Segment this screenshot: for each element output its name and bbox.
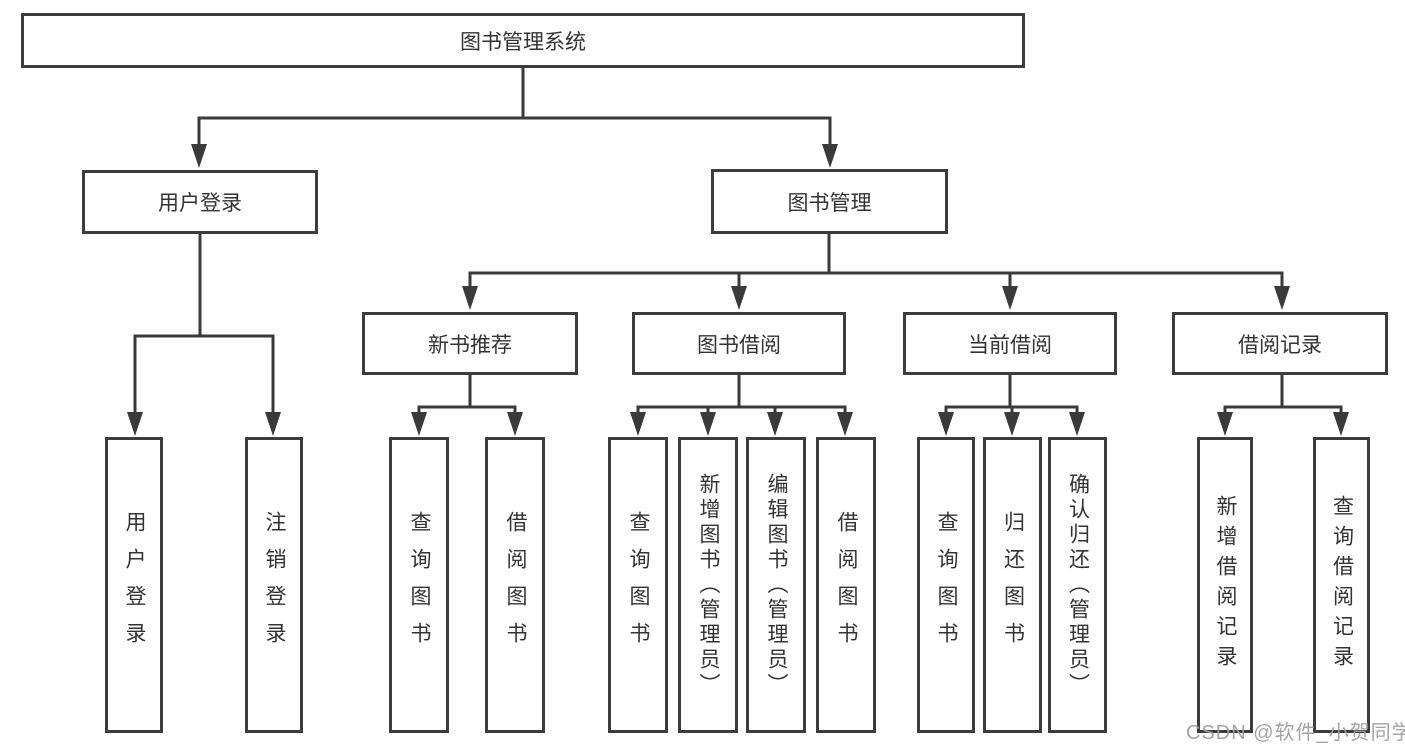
node-label: 图书借阅	[697, 333, 781, 357]
node-label: 查询图书	[627, 511, 650, 659]
node-label: 新增借阅记录	[1214, 495, 1237, 675]
node-label: 借阅图书	[504, 511, 527, 659]
node-label: 当前借阅	[968, 333, 1052, 357]
node-label: 新书推荐	[428, 333, 512, 357]
leaf-query-borrow-record: 查询借阅记录	[1313, 437, 1370, 733]
node-label: 借阅图书	[835, 511, 858, 659]
node-label: 用户登录	[123, 511, 146, 659]
node-label: 查询借阅记录	[1330, 495, 1354, 675]
node-label: 编辑图书（管理员）	[765, 472, 788, 698]
node-label: 注销登录	[263, 511, 286, 659]
node-new-book-recommend: 新书推荐	[362, 312, 578, 375]
leaf-add-book-admin: 新增图书（管理员）	[678, 437, 738, 733]
node-label: 查询图书	[935, 511, 958, 659]
node-label: 查询图书	[408, 511, 431, 659]
leaf-query-books-current: 查询图书	[917, 437, 975, 733]
leaf-user-login: 用户登录	[105, 437, 163, 733]
node-root: 图书管理系统	[21, 13, 1025, 68]
node-current-borrow: 当前借阅	[903, 312, 1117, 375]
leaf-query-books-recommend: 查询图书	[389, 437, 449, 733]
node-borrow-records: 借阅记录	[1172, 312, 1388, 375]
node-label: 图书管理系统	[460, 30, 586, 54]
node-label: 用户登录	[158, 192, 242, 215]
node-user-login: 用户登录	[82, 170, 318, 234]
node-label: 借阅记录	[1238, 333, 1322, 357]
leaf-query-books-borrow: 查询图书	[608, 437, 668, 733]
leaf-return-book: 归还图书	[983, 437, 1042, 733]
leaf-logout: 注销登录	[245, 437, 303, 733]
leaf-add-borrow-record: 新增借阅记录	[1197, 437, 1253, 733]
leaf-borrow-books: 借阅图书	[816, 437, 876, 733]
node-label: 图书管理	[787, 191, 872, 215]
watermark: CSDN @软件_小贺同学	[1186, 722, 1405, 744]
node-label: 确认归还（管理员）	[1066, 472, 1090, 698]
node-book-borrow: 图书借阅	[632, 312, 846, 375]
leaf-borrow-books-recommend: 借阅图书	[485, 437, 545, 733]
leaf-edit-book-admin: 编辑图书（管理员）	[746, 437, 806, 733]
node-book-management: 图书管理	[711, 169, 948, 234]
node-label: 归还图书	[1001, 511, 1025, 659]
node-label: 新增图书（管理员）	[697, 472, 720, 698]
leaf-confirm-return-admin: 确认归还（管理员）	[1048, 437, 1107, 733]
